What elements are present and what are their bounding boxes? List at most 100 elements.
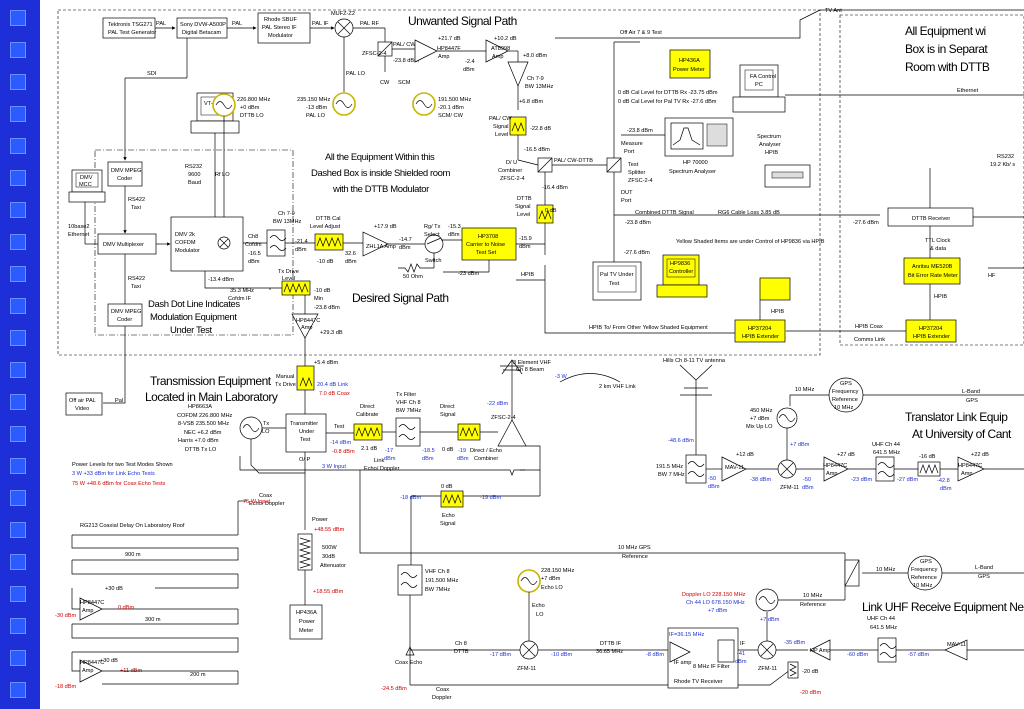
svg-text:+7 dBm: +7 dBm xyxy=(760,617,780,623)
svg-text:-16.5: -16.5 xyxy=(248,251,261,257)
svg-text:Doppler: Doppler xyxy=(432,695,452,701)
svg-text:Direct: Direct xyxy=(440,404,455,410)
svg-text:Ethernet: Ethernet xyxy=(957,88,979,94)
svg-text:COFDM: COFDM xyxy=(175,240,196,246)
svg-text:HP 70000: HP 70000 xyxy=(683,160,708,166)
vhf-ch8-filter xyxy=(397,564,423,596)
separate-room-boundary xyxy=(839,14,1024,346)
svg-text:Sony DVW-A500P: Sony DVW-A500P xyxy=(180,22,226,28)
svg-text:DMV MPEG: DMV MPEG xyxy=(111,309,141,315)
svg-text:SCM/ CW: SCM/ CW xyxy=(438,113,464,119)
amp-hp8447f xyxy=(414,39,438,63)
tx-drive-level-attenuator xyxy=(281,280,311,296)
svg-text:Power Levels for two Test Mode: Power Levels for two Test Modes Shown xyxy=(72,462,173,468)
svg-text:Tx Drive: Tx Drive xyxy=(275,382,296,388)
svg-text:Signal: Signal xyxy=(440,412,456,418)
svg-text:+8.0 dBm: +8.0 dBm xyxy=(523,53,547,59)
svg-text:Ch 7-9: Ch 7-9 xyxy=(278,211,295,217)
headline-dashdot-2: Modulation Equipment xyxy=(150,312,237,323)
svg-text:BW 7MHz: BW 7MHz xyxy=(425,587,450,593)
svg-text:Reference: Reference xyxy=(800,602,826,608)
svg-text:GPS: GPS xyxy=(966,398,978,404)
svg-text:-27.6 dBm: -27.6 dBm xyxy=(853,220,879,226)
svg-text:DMV 2k: DMV 2k xyxy=(175,232,195,238)
svg-text:0 dBm: 0 dBm xyxy=(118,605,135,611)
svg-text:Echo/ Doppler: Echo/ Doppler xyxy=(364,466,400,472)
svg-text:Cofdm IF: Cofdm IF xyxy=(228,296,252,302)
svg-text:-50: -50 xyxy=(803,477,811,483)
svg-text:3 Element VHF: 3 Element VHF xyxy=(513,360,552,366)
svg-text:UHF Ch 44: UHF Ch 44 xyxy=(872,442,900,448)
svg-text:MAV-11: MAV-11 xyxy=(947,642,966,648)
svg-text:36.65 MHz: 36.65 MHz xyxy=(596,649,623,655)
svg-text:DMV Multiplexer: DMV Multiplexer xyxy=(103,242,144,248)
svg-text:+7 dBm: +7 dBm xyxy=(790,442,810,448)
stripe-square xyxy=(10,522,26,538)
svg-text:Controller: Controller xyxy=(669,269,693,275)
svg-text:RG6 Cable Loss 3.85 dB: RG6 Cable Loss 3.85 dB xyxy=(718,210,780,216)
svg-text:Ch8: Ch8 xyxy=(248,234,258,240)
svg-text:Echo LO: Echo LO xyxy=(541,585,563,591)
svg-text:-16.4 dBm: -16.4 dBm xyxy=(542,185,568,191)
svg-text:Level Adjust: Level Adjust xyxy=(310,224,341,230)
svg-text:Meter: Meter xyxy=(299,628,313,634)
svg-text:HPIB Coax: HPIB Coax xyxy=(855,324,883,330)
svg-text:Ch 8 Beam: Ch 8 Beam xyxy=(516,367,544,373)
amp-hp8447c-link xyxy=(823,456,849,482)
attenuator-20db xyxy=(787,661,799,679)
svg-text:Test: Test xyxy=(334,424,345,430)
svg-text:Pal TV Under: Pal TV Under xyxy=(600,272,634,278)
dmv-mpeg-coder-top xyxy=(107,161,143,187)
svg-text:DTTB: DTTB xyxy=(454,649,469,655)
svg-text:DTTB: DTTB xyxy=(517,196,532,202)
stripe-square xyxy=(10,234,26,250)
svg-text:191.5 MHz: 191.5 MHz xyxy=(656,464,683,470)
svg-text:HPIB: HPIB xyxy=(771,309,784,315)
svg-text:HP8447F: HP8447F xyxy=(437,46,461,52)
svg-text:-20 dBm: -20 dBm xyxy=(800,690,821,696)
svg-text:Comms Link: Comms Link xyxy=(854,337,885,343)
stripe-square xyxy=(10,554,26,570)
svg-text:BW 7MHz: BW 7MHz xyxy=(396,408,421,414)
headline-desired: Desired Signal Path xyxy=(352,291,449,305)
shielded-room-boundary xyxy=(57,9,821,356)
svg-text:dBm: dBm xyxy=(384,456,396,462)
svg-text:Cofdm: Cofdm xyxy=(245,242,262,248)
headline-link-uhf: Link UHF Receive Equipment Ne xyxy=(862,600,1024,614)
svg-text:0 dB: 0 dB xyxy=(441,484,453,490)
svg-text:-35 dBm: -35 dBm xyxy=(784,640,805,646)
svg-text:RS422: RS422 xyxy=(128,197,145,203)
svg-text:VHF Ch 8: VHF Ch 8 xyxy=(396,400,421,406)
svg-text:235.150 MHz: 235.150 MHz xyxy=(297,97,330,103)
svg-text:SCM: SCM xyxy=(398,80,411,86)
svg-text:DMV MPEG: DMV MPEG xyxy=(111,168,141,174)
svg-text:PAL RF: PAL RF xyxy=(360,21,380,27)
svg-text:32.6: 32.6 xyxy=(345,251,356,257)
svg-text:Frequency: Frequency xyxy=(832,389,859,395)
svg-text:641.5 MHz: 641.5 MHz xyxy=(870,625,897,631)
svg-text:35.3 MHz: 35.3 MHz xyxy=(230,288,254,294)
svg-text:PAL: PAL xyxy=(232,21,242,27)
svg-text:-10 dB: -10 dB xyxy=(314,288,331,294)
stripe-square xyxy=(10,10,26,26)
manual-tx-drive-attenuator xyxy=(296,365,315,391)
amp-hp8447c-tx xyxy=(291,313,319,339)
svg-text:Ch 44 LO 678.150 MHz: Ch 44 LO 678.150 MHz xyxy=(686,600,745,606)
headline-all-equipment-2: Dashed Box is inside Shielded room xyxy=(311,168,450,179)
svg-text:LO: LO xyxy=(536,612,544,618)
svg-text:-19: -19 xyxy=(458,448,466,454)
svg-text:0 dB: 0 dB xyxy=(545,208,557,214)
rf-test-setup-diagram: Unwanted Signal Path All the Equipment W… xyxy=(55,8,1024,701)
svg-text:-2.4: -2.4 xyxy=(465,59,475,65)
svg-text:GPS: GPS xyxy=(978,574,990,580)
svg-text:-22.8 dB: -22.8 dB xyxy=(530,126,551,132)
svg-text:Bit Error Rate Meter: Bit Error Rate Meter xyxy=(908,273,958,279)
svg-text:HP Amp: HP Amp xyxy=(810,648,830,654)
svg-text:19.2 Kb/ s: 19.2 Kb/ s xyxy=(990,162,1015,168)
svg-text:-38 dBm: -38 dBm xyxy=(750,477,771,483)
headline-tx-loc-1: Transmission Equipment xyxy=(150,374,272,388)
svg-text:HPIB To/ From Other Yellow Sha: HPIB To/ From Other Yellow Shaded Equipm… xyxy=(589,325,708,331)
svg-text:Carrier to Noise: Carrier to Noise xyxy=(466,242,505,248)
svg-text:Level: Level xyxy=(495,132,508,138)
svg-text:& data: & data xyxy=(930,246,947,252)
